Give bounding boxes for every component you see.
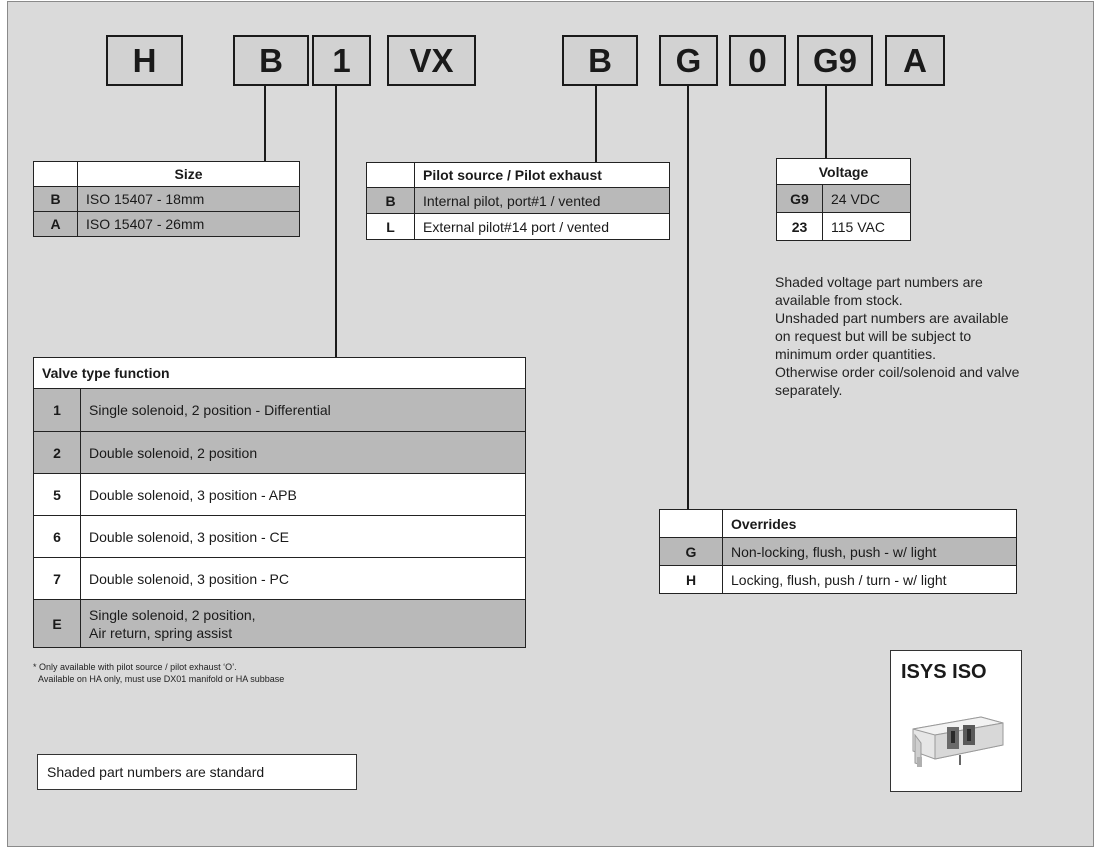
footnote-line: Available on HA only, must use DX01 mani… xyxy=(38,674,285,684)
code-box-voltage: G9 xyxy=(797,35,873,86)
size-code: B xyxy=(33,186,78,212)
voltage-note-line: minimum order quantities. xyxy=(775,346,937,362)
pilot-desc: External pilot#14 port / vented xyxy=(414,213,670,240)
connector-pilot xyxy=(595,85,597,162)
product-box: ISYS ISO xyxy=(890,650,1022,792)
valve-type-header: Valve type function xyxy=(33,357,526,389)
pilot-desc: Internal pilot, port#1 / vented xyxy=(414,187,670,214)
valve-code: 5 xyxy=(33,473,81,516)
code-box-pilot: B xyxy=(562,35,638,86)
pilot-table: Pilot source / Pilot exhaust B Internal … xyxy=(366,162,670,240)
overrides-header-code xyxy=(659,509,723,538)
voltage-desc: 24 VDC xyxy=(822,184,911,213)
valve-desc: Double solenoid, 3 position - PC xyxy=(80,557,526,600)
overrides-table: Overrides G Non-locking, flush, push - w… xyxy=(659,509,1017,594)
override-code: G xyxy=(659,537,723,566)
size-desc: ISO 15407 - 26mm xyxy=(77,211,300,237)
override-code: H xyxy=(659,565,723,594)
voltage-code: G9 xyxy=(776,184,823,213)
valve-illustration-icon xyxy=(912,716,1004,767)
code-box-series: H xyxy=(106,35,183,86)
valve-code: 7 xyxy=(33,557,81,600)
override-desc: Non-locking, flush, push - w/ light xyxy=(722,537,1017,566)
valve-desc: Single solenoid, 2 position - Differenti… xyxy=(80,388,526,432)
voltage-note: Shaded voltage part numbers are availabl… xyxy=(775,273,1085,399)
voltage-note-line: separately. xyxy=(775,382,843,398)
connector-size xyxy=(264,85,266,161)
pilot-code: B xyxy=(366,187,415,214)
overrides-header: Overrides xyxy=(722,509,1017,538)
override-desc: Locking, flush, push / turn - w/ light xyxy=(722,565,1017,594)
code-box-valve-type: 1 xyxy=(312,35,371,86)
valve-code: E xyxy=(33,599,81,648)
size-table: Size B ISO 15407 - 18mm A ISO 15407 - 26… xyxy=(33,161,300,237)
voltage-note-line: Unshaded part numbers are available xyxy=(775,310,1009,326)
voltage-note-line: Otherwise order coil/solenoid and valve xyxy=(775,364,1020,380)
connector-voltage xyxy=(825,85,827,158)
standard-note: Shaded part numbers are standard xyxy=(37,754,357,790)
valve-desc: Double solenoid, 2 position xyxy=(80,431,526,474)
pilot-code: L xyxy=(366,213,415,240)
code-box-zero: 0 xyxy=(729,35,786,86)
valve-desc-line: Air return, spring assist xyxy=(89,624,233,641)
voltage-header: Voltage xyxy=(776,158,911,185)
valve-desc: Single solenoid, 2 position, Air return,… xyxy=(80,599,526,648)
valve-type-table: Valve type function 1 Single solenoid, 2… xyxy=(33,357,526,648)
code-box-size: B xyxy=(233,35,309,86)
valve-desc: Double solenoid, 3 position - CE xyxy=(80,515,526,558)
code-box-a: A xyxy=(885,35,945,86)
valve-desc: Double solenoid, 3 position - APB xyxy=(80,473,526,516)
size-header-code xyxy=(33,161,78,187)
footnote: * Only available with pilot source / pil… xyxy=(33,661,284,685)
voltage-desc: 115 VAC xyxy=(822,212,911,241)
valve-code: 6 xyxy=(33,515,81,558)
voltage-table: Voltage G9 24 VDC 23 115 VAC xyxy=(776,158,911,241)
connector-valve-type xyxy=(335,85,337,357)
pilot-header: Pilot source / Pilot exhaust xyxy=(414,162,670,188)
voltage-note-line: available from stock. xyxy=(775,292,903,308)
valve-code: 2 xyxy=(33,431,81,474)
code-box-override: G xyxy=(659,35,718,86)
valve-desc-line: Single solenoid, 2 position, xyxy=(89,606,256,623)
connector-override xyxy=(687,85,689,510)
product-title: ISYS ISO xyxy=(901,661,987,683)
voltage-note-line: on request but will be subject to xyxy=(775,328,972,344)
valve-code: 1 xyxy=(33,388,81,432)
size-desc: ISO 15407 - 18mm xyxy=(77,186,300,212)
footnote-line: * Only available with pilot source / pil… xyxy=(33,662,237,672)
code-box-vx: VX xyxy=(387,35,476,86)
voltage-note-line: Shaded voltage part numbers are xyxy=(775,274,983,290)
ordering-chart-panel: H B 1 VX B G 0 G9 A Size B ISO 15407 - 1… xyxy=(7,1,1094,847)
size-code: A xyxy=(33,211,78,237)
size-header: Size xyxy=(77,161,300,187)
voltage-code: 23 xyxy=(776,212,823,241)
pilot-header-code xyxy=(366,162,415,188)
